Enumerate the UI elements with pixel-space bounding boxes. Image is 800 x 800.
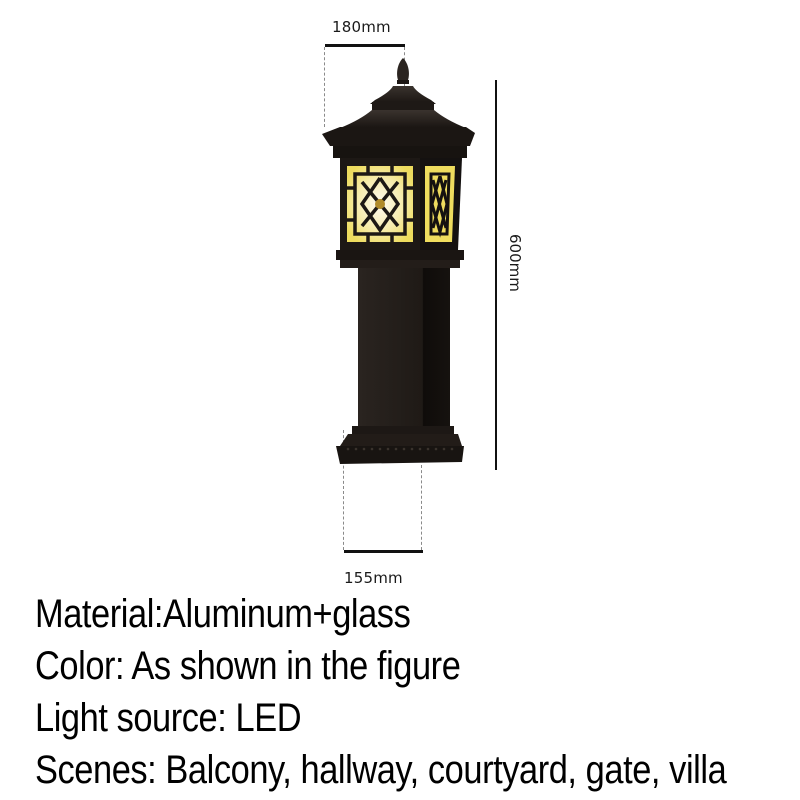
dimension-base-left-guide bbox=[343, 430, 344, 550]
dimension-base-width-line bbox=[344, 550, 423, 553]
spec-scenes: Scenes: Balcony, hallway, courtyard, gat… bbox=[35, 748, 727, 792]
spec-material: Material:Aluminum+glass bbox=[35, 592, 411, 636]
dimension-top-width-label: 180mm bbox=[332, 18, 391, 36]
spec-color: Color: As shown in the figure bbox=[35, 644, 461, 688]
dimension-height-line bbox=[495, 80, 497, 470]
dimension-base-width-label: 155mm bbox=[344, 569, 403, 587]
spec-light-source: Light source: LED bbox=[35, 696, 302, 740]
finial-icon bbox=[397, 58, 409, 84]
side-glass-panel bbox=[425, 166, 455, 242]
dimension-base-right-guide bbox=[421, 465, 422, 550]
dimension-top-left-guide bbox=[324, 47, 325, 127]
dimension-top-width-line bbox=[325, 44, 405, 47]
front-glass-panel bbox=[347, 166, 413, 242]
spec-list: Material:Aluminum+glass Color: As shown … bbox=[35, 588, 800, 796]
